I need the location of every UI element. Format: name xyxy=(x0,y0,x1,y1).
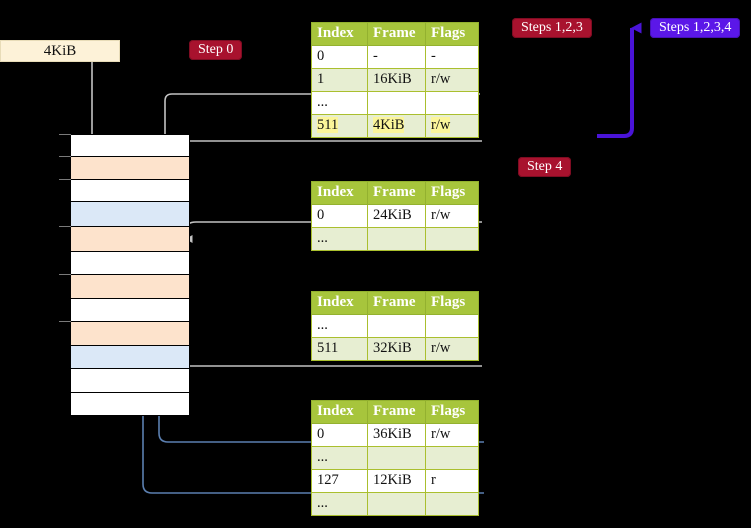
page-table-cell-flags xyxy=(425,227,479,251)
memory-frame xyxy=(59,321,190,345)
label-step-0: Step 0 xyxy=(189,40,243,61)
page-table-cell-index: 0 xyxy=(311,204,368,228)
page-table-cell-index: ... xyxy=(311,91,368,115)
virtual-address-box: 4KiB xyxy=(0,40,120,62)
wire-t1-row511-to-memory xyxy=(177,140,482,162)
page-table-cell-frame: 12KiB xyxy=(367,469,426,493)
page-table-cell-frame: 36KiB xyxy=(367,423,426,447)
page-table-cell-index: 511 xyxy=(311,337,368,361)
column-header-frame: Frame xyxy=(367,400,426,424)
page-table-cell-index: ... xyxy=(311,314,368,338)
page-table-cell-index: 1 xyxy=(311,68,368,92)
label-steps-1234: Steps 1,2,3,4 xyxy=(650,18,741,39)
memory-frame xyxy=(70,201,190,226)
column-header-flags: Flags xyxy=(425,291,479,315)
memory-frame xyxy=(70,251,190,274)
memory-frame-tick xyxy=(59,134,71,135)
column-header-flags: Flags xyxy=(425,22,479,46)
memory-frame-tick xyxy=(59,156,71,157)
column-header-frame: Frame xyxy=(367,22,426,46)
page-table-cell-frame: 32KiB xyxy=(367,337,426,361)
page-table-row[interactable]: ... xyxy=(311,91,479,115)
page-table-cell-index: 0 xyxy=(311,45,368,69)
page-table-cell-frame: - xyxy=(367,45,426,69)
page-table-cell-frame: 16KiB xyxy=(367,68,426,92)
memory-frame xyxy=(59,134,190,156)
page-table-row[interactable]: ... xyxy=(311,492,479,516)
page-table-cell-flags: r/w xyxy=(425,337,479,361)
page-table-cell-index: ... xyxy=(311,227,368,251)
column-header-index: Index xyxy=(311,22,368,46)
page-table-cell-flags xyxy=(425,91,479,115)
memory-frame xyxy=(70,368,190,392)
memory-frame xyxy=(70,298,190,321)
page-table-cell-index: ... xyxy=(311,446,368,470)
page-table-cell-frame xyxy=(367,446,426,470)
memory-frame xyxy=(70,345,190,368)
label-steps-123: Steps 1,2,3 xyxy=(512,18,592,39)
wire-return-to-top xyxy=(597,22,642,138)
page-table-cell-flags xyxy=(425,446,479,470)
memory-frame-tick xyxy=(59,226,71,227)
memory-frame xyxy=(59,156,190,179)
page-table-cell-index: 127 xyxy=(311,469,368,493)
column-header-frame: Frame xyxy=(367,291,426,315)
page-table-cell-frame xyxy=(367,492,426,516)
page-table-cell-flags xyxy=(425,314,479,338)
column-header-index: Index xyxy=(311,291,368,315)
page-table-cell-flags: - xyxy=(425,45,479,69)
page-table-cell-index: 0 xyxy=(311,423,368,447)
memory-frame-tick xyxy=(59,321,71,322)
page-table-cell-index: 511 xyxy=(311,114,368,138)
page-table-cell-frame xyxy=(367,314,426,338)
page-table-cell-flags xyxy=(425,492,479,516)
page-table-row[interactable]: 0-- xyxy=(311,45,479,69)
page-table-cell-frame: 24KiB xyxy=(367,204,426,228)
page-table-cell-flags: r/w xyxy=(425,423,479,447)
page-table-row[interactable]: ... xyxy=(311,446,479,470)
column-header-frame: Frame xyxy=(367,181,426,205)
page-table-cell-flags: r/w xyxy=(425,204,479,228)
memory-frame xyxy=(70,392,190,416)
page-table-row[interactable]: ... xyxy=(311,227,479,251)
page-table-cell-flags: r/w xyxy=(425,68,479,92)
label-step-4: Step 4 xyxy=(518,157,572,178)
column-header-index: Index xyxy=(311,181,368,205)
column-header-flags: Flags xyxy=(425,181,479,205)
memory-frame xyxy=(59,226,190,251)
physical-memory-column xyxy=(59,134,190,416)
page-table-cell-flags: r/w xyxy=(425,114,479,138)
column-header-index: Index xyxy=(311,400,368,424)
page-table-cell-index: ... xyxy=(311,492,368,516)
memory-frame xyxy=(59,179,190,201)
page-table-cell-frame xyxy=(367,227,426,251)
virtual-address-label: 4KiB xyxy=(43,42,77,59)
page-table-cell-frame xyxy=(367,91,426,115)
page-table-cell-flags: r xyxy=(425,469,479,493)
column-header-flags: Flags xyxy=(425,400,479,424)
memory-frame-tick xyxy=(59,179,71,180)
memory-frame xyxy=(59,274,190,298)
memory-frame-tick xyxy=(59,274,71,275)
page-table-row[interactable]: ... xyxy=(311,314,479,338)
page-table-cell-frame: 4KiB xyxy=(367,114,426,138)
